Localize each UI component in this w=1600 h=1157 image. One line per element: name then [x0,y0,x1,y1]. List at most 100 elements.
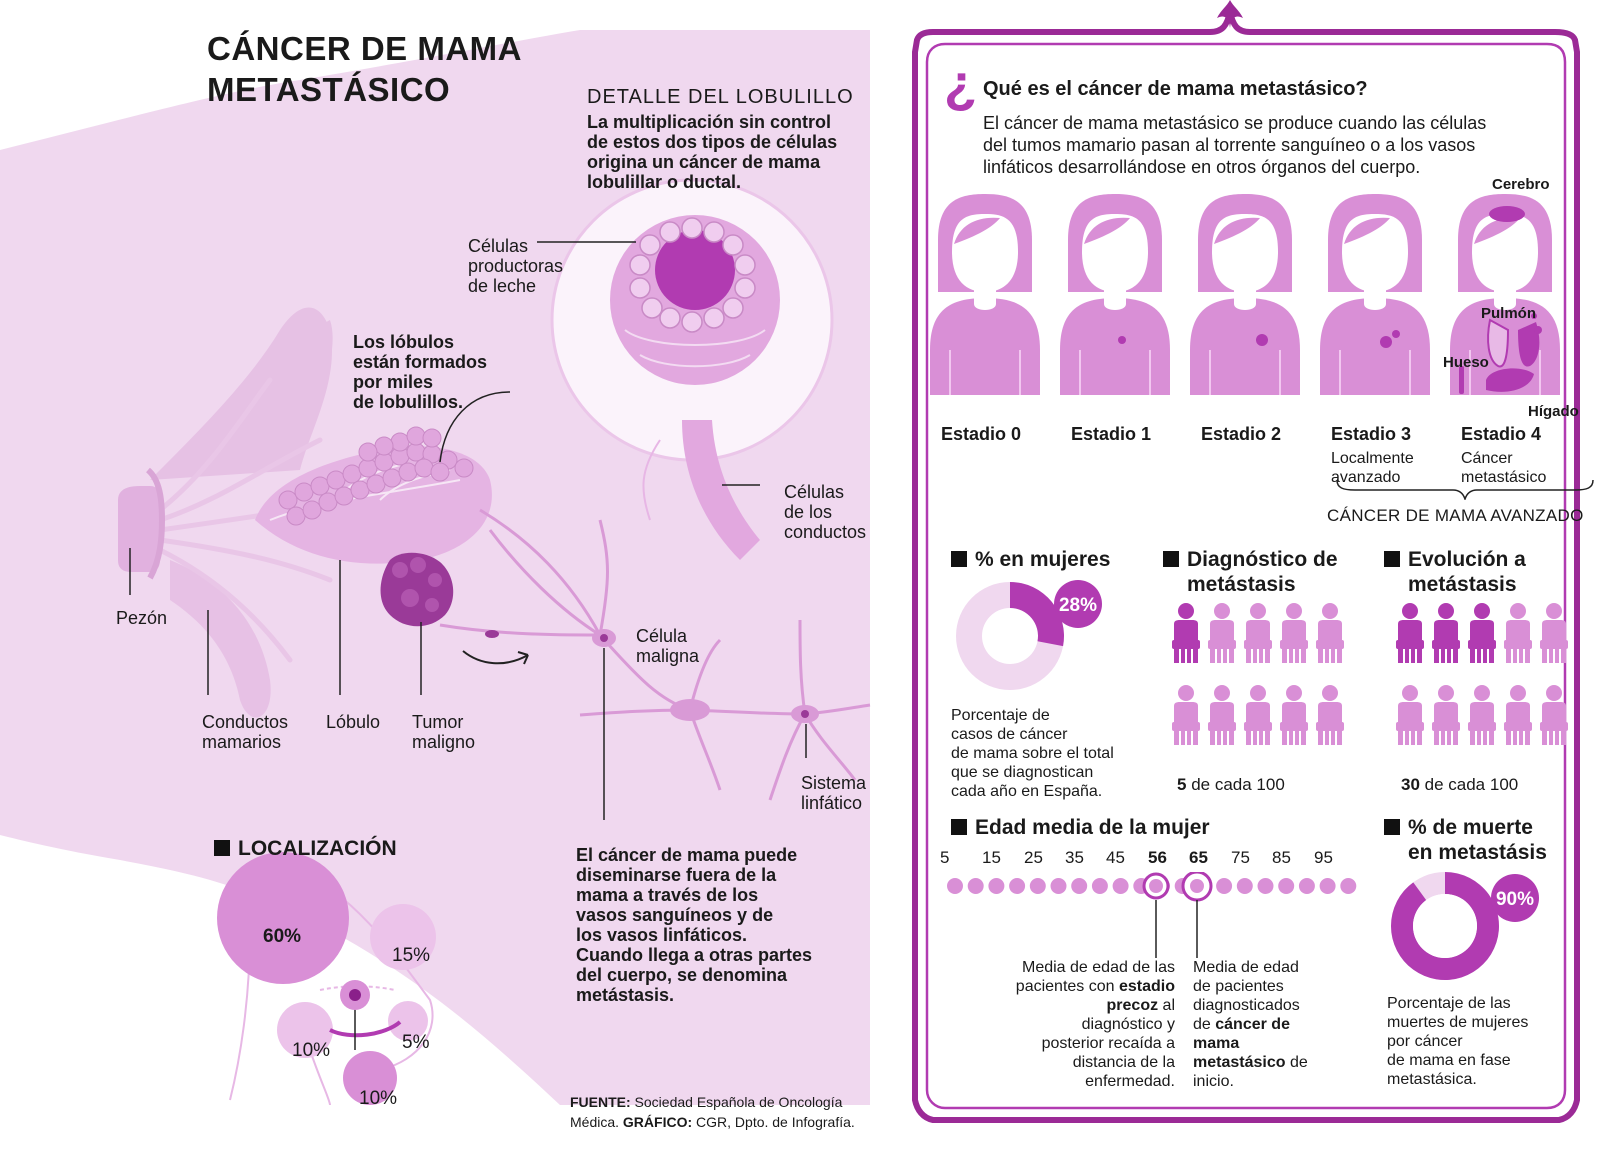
age-tick: 25 [1024,848,1043,867]
page-title: CÁNCER DE MAMA METASTÁSICO [207,30,522,108]
stage-name: Estadio 4 [1461,424,1542,444]
loc-value-5: 5% [402,1032,430,1053]
mujeres-value: 28% [1059,595,1097,616]
person-icon [1468,603,1496,663]
label-celulas-conductos: Células de los conductos [784,482,867,542]
diseminacion-text: El cáncer de mama puede diseminarse fuer… [576,845,813,1005]
que-es-text: El cáncer de mama metastásico se produce… [983,113,1487,177]
person-icon [1504,603,1532,663]
age-tick: 75 [1231,848,1250,867]
age-dot [1257,878,1274,894]
person-icon [1396,603,1424,663]
age-dot [1278,878,1295,894]
loc-value-15: 15% [392,945,431,966]
age-dot [1298,878,1315,894]
age-dot [1319,878,1336,894]
person-icon [1208,685,1236,745]
organ-hueso: Hueso [1443,354,1489,371]
stage-subtitle: Localmente avanzado [1331,450,1414,486]
age-dot [1112,878,1129,894]
evolucion-caption: 30 de cada 100 [1401,775,1519,794]
organ-pulmon: Pulmón [1481,305,1536,322]
stage-figure [1320,194,1430,395]
stage-name: Estadio 0 [941,424,1022,444]
stage-name: Estadio 3 [1331,424,1412,444]
label-celulas-leche: Células productoras de leche [468,236,564,296]
stage-figure [1060,194,1170,395]
muerte-donut: 90% [1391,872,1539,980]
muerte-value: 90% [1496,889,1534,910]
age-dot [1009,878,1026,894]
age-tick: 56 [1148,848,1167,867]
loc-value-10-left: 10% [292,1040,331,1061]
person-icon [1540,603,1568,663]
label-conductos: Conductos mamarios [202,712,289,752]
person-icon [1244,603,1272,663]
evolucion-people [1396,603,1568,745]
stage-name: Estadio 1 [1071,424,1152,444]
person-icon [1208,603,1236,663]
stage-figure [1450,194,1560,395]
age-tick: 85 [1272,848,1291,867]
evolucion-heading: Evolución a metástasis [1384,547,1526,597]
loc-value-10-bottom: 10% [359,1088,398,1109]
age-dot [1029,878,1046,894]
person-icon [1396,685,1424,745]
person-icon [1432,685,1460,745]
lobulillo-text: La multiplicación sin control de estos d… [587,112,838,192]
person-icon [1316,603,1344,663]
edad-left-text: Media de edad de las pacientes con estad… [1015,959,1175,1090]
diagnostico-caption: 5 de cada 100 [1177,775,1285,794]
lobulillo-heading: DETALLE DEL LOBULILLO [587,86,854,108]
age-dot [1071,878,1088,894]
age-dot [1050,878,1067,894]
organ-higado: Hígado [1528,403,1579,420]
age-dot [1340,878,1357,894]
edad-heading: Edad media de la mujer [951,815,1210,840]
breast-anatomy-illustration [0,30,871,1106]
age-dot [1091,878,1108,894]
stage-figure [930,194,1040,395]
age-tick: 65 [1189,848,1208,867]
person-icon [1280,603,1308,663]
age-dot [988,878,1005,894]
person-icon [1280,685,1308,745]
stages-figures [930,194,1560,395]
age-tick: 45 [1106,848,1125,867]
mujeres-text: Porcentaje de casos de cáncer de mama so… [951,707,1114,800]
muerte-heading: % de muerte en metastásis [1384,815,1547,865]
label-tumor: Tumor maligno [412,712,476,752]
person-icon [1504,685,1532,745]
age-dot [947,878,963,894]
muerte-text: Porcentaje de las muertes de mujeres por… [1387,995,1529,1088]
stage-subtitle: Cáncer metastásico [1461,450,1547,486]
person-icon [1172,603,1200,663]
label-lobulos: Los lóbulos están formados por miles de … [353,332,488,412]
label-celula-maligna: Célula maligna [636,626,700,666]
avanzado-bracket [1336,479,1594,500]
loc-value-60: 60% [263,926,302,947]
mujeres-donut: 28% [956,580,1102,690]
age-tick: 15 [982,848,1001,867]
person-icon [1432,603,1460,663]
age-dot [967,878,984,894]
label-lobulo: Lóbulo [326,712,381,732]
stage-figure [1190,194,1300,395]
localizacion-heading: LOCALIZACIÓN [214,836,397,861]
age-tick: 5 [940,848,950,867]
mujeres-heading: % en mujeres [951,547,1110,572]
person-icon [1172,685,1200,745]
localizacion-diagram [217,852,436,1106]
age-dot [1236,878,1253,894]
organ-cerebro: Cerebro [1492,176,1550,193]
label-sistema-linfatico: Sistema linfático [801,773,867,813]
person-icon [1468,685,1496,745]
edad-right-text: Media de edad de pacientes diagnosticado… [1193,959,1308,1090]
age-tick: 35 [1065,848,1084,867]
age-tick: 95 [1314,848,1333,867]
label-pezon: Pezón [116,608,168,628]
stage-name: Estadio 2 [1201,424,1282,444]
person-icon [1316,685,1344,745]
person-icon [1244,685,1272,745]
